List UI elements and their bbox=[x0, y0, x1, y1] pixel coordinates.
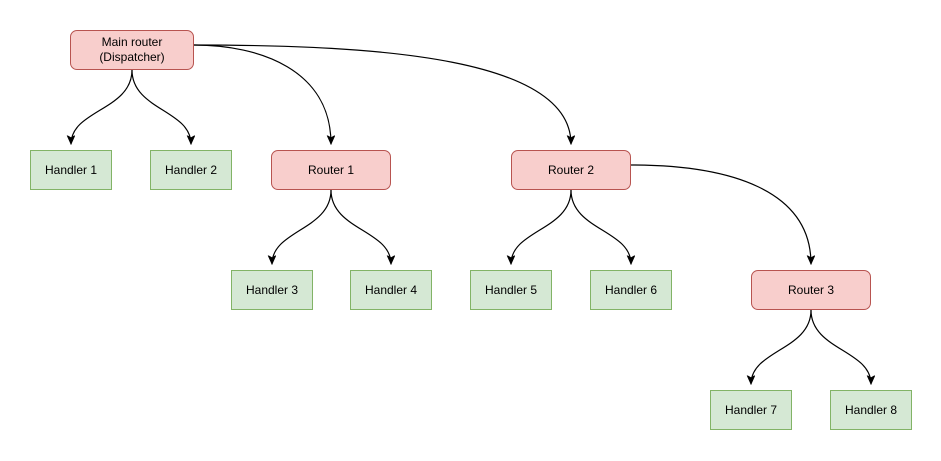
edge-main-to-router-1 bbox=[193, 44, 331, 144]
edge-main-to-handler-2 bbox=[131, 69, 191, 144]
edge-router-1-to-handler-3 bbox=[272, 189, 332, 264]
edge-router-2-to-handler-5 bbox=[511, 189, 572, 264]
node-label-handler-4: Handler 4 bbox=[364, 282, 418, 297]
node-handler-4[interactable]: Handler 4 bbox=[350, 270, 432, 310]
edges-group bbox=[71, 44, 871, 384]
node-label-router-3: Router 3 bbox=[787, 282, 835, 297]
node-label-main-router: Main router (Dispatcher) bbox=[99, 35, 165, 64]
node-label-handler-1: Handler 1 bbox=[44, 162, 98, 177]
node-handler-2[interactable]: Handler 2 bbox=[150, 150, 232, 190]
edge-router-3-to-handler-7 bbox=[751, 309, 812, 384]
node-label-handler-5: Handler 5 bbox=[484, 282, 538, 297]
node-router-3[interactable]: Router 3 bbox=[751, 270, 871, 310]
node-label-handler-8: Handler 8 bbox=[844, 402, 898, 417]
node-handler-6[interactable]: Handler 6 bbox=[590, 270, 672, 310]
node-router-2[interactable]: Router 2 bbox=[511, 150, 631, 190]
node-main-router[interactable]: Main router (Dispatcher) bbox=[70, 30, 194, 70]
node-handler-5[interactable]: Handler 5 bbox=[470, 270, 552, 310]
node-label-handler-2: Handler 2 bbox=[164, 162, 218, 177]
node-handler-3[interactable]: Handler 3 bbox=[231, 270, 313, 310]
node-label-handler-7: Handler 7 bbox=[724, 402, 778, 417]
edge-router-1-to-handler-4 bbox=[330, 189, 391, 264]
node-label-router-2: Router 2 bbox=[547, 162, 595, 177]
edge-router-2-to-handler-6 bbox=[570, 189, 631, 264]
edge-router-2-to-router-3 bbox=[630, 164, 811, 264]
edge-main-to-router-2 bbox=[193, 44, 571, 144]
node-label-handler-3: Handler 3 bbox=[245, 282, 299, 297]
edge-router-3-to-handler-8 bbox=[810, 309, 871, 384]
node-handler-1[interactable]: Handler 1 bbox=[30, 150, 112, 190]
node-handler-8[interactable]: Handler 8 bbox=[830, 390, 912, 430]
node-label-router-1: Router 1 bbox=[307, 162, 355, 177]
node-label-handler-6: Handler 6 bbox=[604, 282, 658, 297]
node-handler-7[interactable]: Handler 7 bbox=[710, 390, 792, 430]
edge-main-to-handler-1 bbox=[71, 69, 133, 144]
node-router-1[interactable]: Router 1 bbox=[271, 150, 391, 190]
